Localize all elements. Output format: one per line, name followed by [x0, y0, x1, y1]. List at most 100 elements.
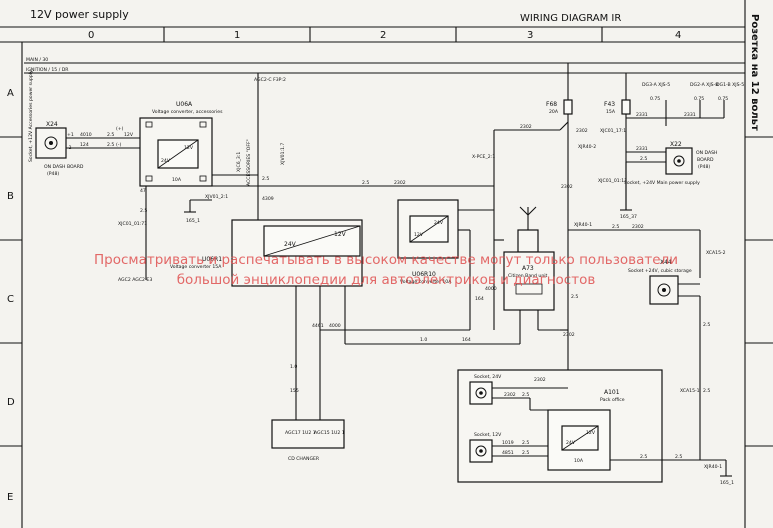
- conn-agc2-c: AGC2-C F3P:2: [254, 77, 286, 83]
- wire-2-5-g: 2.5: [640, 156, 647, 162]
- rail-main-label: MAIN / 30: [26, 57, 48, 63]
- wire-2-5-h: 2.5: [703, 322, 710, 328]
- rail-ignition-label: IGNITION / 15 / DR: [26, 67, 69, 73]
- u06r1-vout: 12V: [334, 231, 347, 238]
- wire-2-5-c: 2.5: [140, 208, 147, 214]
- u06r10-vin: 12V: [414, 232, 424, 238]
- u06r10-converter: 12V 24V U06R10 Voltage converter 10A: [397, 199, 459, 285]
- col-4: 4: [675, 30, 681, 41]
- wire-2331-b: 2331: [684, 112, 696, 118]
- wire-1019: 1019: [502, 440, 514, 446]
- f43-rating: 15A: [606, 109, 616, 115]
- u06a-desc: Voltage converter, accessories: [152, 109, 223, 115]
- wire-1-0-a: 1.0: [290, 364, 297, 370]
- wire-075-c: 0.75: [718, 96, 728, 102]
- wire-2302-c: 2302: [576, 128, 588, 134]
- f68-id: F68: [546, 101, 557, 108]
- wire-4000-b: 4000: [485, 286, 497, 292]
- x22-socket: 2331 2.5 X22 ON DASH BOARD (P48) Socket,…: [598, 141, 717, 220]
- a101-vout: 12V: [586, 430, 596, 436]
- conn-xjv01-2: XJV01_2:1: [205, 194, 228, 200]
- wire-2302-e: 2302: [632, 224, 644, 230]
- row-e: E: [7, 492, 13, 503]
- col-0: 0: [88, 30, 94, 41]
- right-title: WIRING DIAGRAM IR: [520, 13, 621, 24]
- watermark-line2: большой энциклопедии для автоэлектриков …: [177, 272, 596, 288]
- u06a-fuse: 10A: [172, 177, 182, 183]
- x24-id: X24: [46, 121, 58, 128]
- row-a: A: [7, 88, 14, 99]
- x44-desc: Socket +24V, cubic storage: [628, 268, 692, 274]
- conn-xjr40-2: XJR40-2: [578, 144, 596, 150]
- a73-id: A73: [522, 265, 534, 272]
- gnd-165-1: 165_1: [186, 218, 200, 224]
- wire-4309: 4309: [262, 196, 274, 202]
- conn-xjc01-a: XJC01_01:71: [118, 221, 147, 227]
- conn-dg3: DG3-A XJS-5: [642, 82, 670, 88]
- wire-1-0-b: 1.0: [420, 337, 427, 343]
- wire-164-b: 164: [475, 296, 484, 302]
- u06r10-desc: Voltage converter 10A: [400, 279, 452, 285]
- wire-2-5-k: 2.5: [522, 392, 529, 398]
- a101-fuse: 10A: [574, 458, 584, 464]
- conn-xjr40-1: XJR40-1: [574, 222, 592, 228]
- u06r1-vin: 24V: [284, 241, 297, 248]
- wire-4000-a: 4000: [329, 323, 341, 329]
- f43-id: F43: [604, 101, 615, 108]
- left-title: 12V power supply: [30, 8, 129, 21]
- conn-xca15-2: XCA15-2: [706, 250, 726, 256]
- dg-connectors: DG3-A XJS-5 DG2-A XJS-8 DG1-B XJS-5 0.75…: [642, 82, 744, 126]
- power-rails: MAIN / 30 IGNITION / 15 / DR: [24, 57, 745, 74]
- x44-socket: XCA15-2 X44 Socket +24V, cubic storage 2…: [628, 230, 734, 486]
- wire-4010: 4010: [80, 132, 92, 138]
- wire-155: 155: [290, 388, 299, 394]
- wire-2-5-d: 2.5: [262, 176, 269, 182]
- conn-xjc01-17: XJC01_17:1: [600, 128, 626, 134]
- col-2: 2: [380, 30, 386, 41]
- x22-loc: ON DASH: [696, 150, 717, 156]
- x24-wires: 4010 2.5 124 2.5 12V (+) (-): [66, 126, 140, 149]
- conn-xjc01-11: XJC01_01:11: [598, 178, 627, 184]
- wire-2302-a: 2302: [394, 180, 406, 186]
- conn-agc17: AGC17 1U2 1: [285, 430, 316, 436]
- gnd-165-1b: 165_1: [720, 480, 734, 486]
- a101-id: A101: [604, 389, 620, 396]
- x22-id: X22: [670, 141, 682, 148]
- conn-xjr40-1b: XJR40-1: [704, 464, 722, 470]
- a73-cb-unit: A73 Citizen Band unit: [503, 206, 555, 311]
- conn-agc15: AGC15 1U2 1: [314, 430, 345, 436]
- u06r10-vout: 24V: [434, 220, 444, 226]
- row-c: C: [7, 294, 14, 305]
- wire-2331-a: 2331: [636, 112, 648, 118]
- x22-desc: Socket, +24V Main power supply: [624, 180, 700, 186]
- row-d: D: [7, 397, 15, 408]
- col-3: 3: [527, 30, 533, 41]
- watermark: Просматривать и распечатывать в высоком …: [94, 252, 678, 288]
- accessories-line: ACCESSORIES "OFF" XJC6_3:1 AGC2-C F3P:2 …: [212, 73, 494, 220]
- wire-2-5-m: 2.5: [522, 450, 529, 456]
- conn-xca15-1: XCA15-1: [680, 388, 700, 394]
- x22-loc3: (P48): [698, 164, 710, 170]
- conn-xjv01: XJV01:1.7: [280, 143, 286, 165]
- wire-4851: 4851: [502, 450, 514, 456]
- u06a-plus: (+): [116, 126, 124, 132]
- conn-xjc6: XJC6_3:1: [236, 152, 242, 172]
- f68-rating: 20A: [549, 109, 559, 115]
- gnd-165-37: 165_37: [620, 214, 637, 220]
- u06a-vout: 12V: [184, 145, 194, 151]
- conn-dg1: DG1-B XJS-5: [716, 82, 744, 88]
- wire-2-5-n: 2.5: [640, 454, 647, 460]
- a101-desc: Pack office: [600, 397, 625, 403]
- u06a-converter: U06A Voltage converter, accessories 24V …: [139, 101, 223, 187]
- a101-pack-office: A101 Pack office Socket, 24V 2302 2302 2…: [457, 369, 700, 483]
- wire-075-a: 0.75: [650, 96, 660, 102]
- wire-4461: 4461: [312, 323, 324, 329]
- sock24-label: Socket, 24V: [474, 374, 502, 380]
- sock12-label: Socket, 12V: [474, 432, 502, 438]
- u06r10-id: U06R10: [412, 271, 436, 278]
- col-1: 1: [234, 30, 240, 41]
- x24-desc: Socket, +12V Accessories power supply: [28, 70, 34, 162]
- wire-2302-b: 2302: [520, 124, 532, 130]
- wire-2-5-l: 2.5: [522, 440, 529, 446]
